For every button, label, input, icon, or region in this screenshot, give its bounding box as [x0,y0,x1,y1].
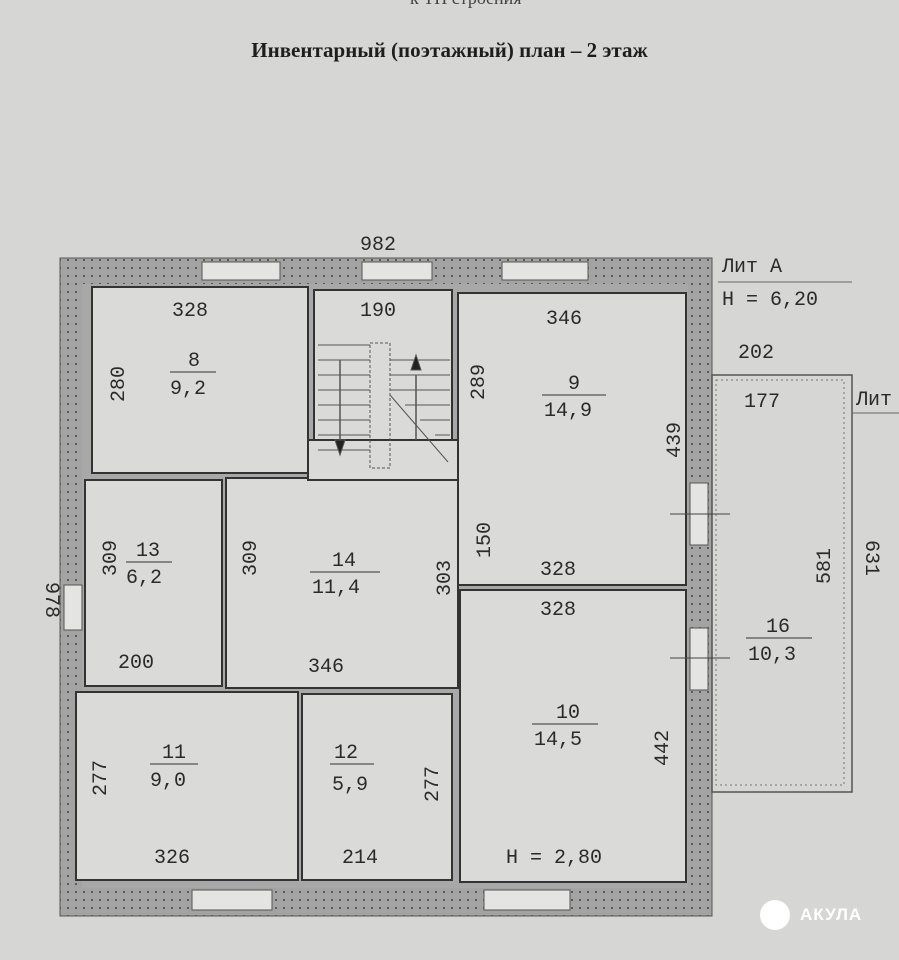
window [191,889,273,911]
lit-label: Лит А [721,256,782,279]
window [201,261,281,281]
room-14-area: 11,4 [312,577,360,600]
room-10-area: 14,5 [534,729,582,752]
watermark-brand: АКУЛА [800,905,863,924]
height-label: Н = 6,20 [722,289,818,312]
room-11-area: 9,0 [150,770,186,793]
room-9-width: 346 [546,308,582,331]
floor-height-label: Н = 2,80 [506,847,602,870]
balcony-inner [715,379,845,786]
room-8-width: 328 [172,300,208,323]
window [689,627,709,691]
room-11-number: 11 [162,742,186,765]
window [361,261,433,281]
room-16-length: 581 [814,548,837,584]
room-9-area: 14,9 [544,400,592,423]
balcony-outline [711,374,853,793]
room-11-length: 277 [90,760,113,796]
room-13 [84,479,223,687]
room-14-number: 14 [332,550,356,573]
room-10-width: 328 [540,599,576,622]
page-title: Инвентарный (поэтажный) план – 2 этаж [251,38,648,62]
room-8-number: 8 [188,350,200,373]
window [63,584,83,631]
room-12-area: 5,9 [332,774,368,797]
room-12-length: 277 [422,766,445,802]
room-13-number: 13 [136,540,160,563]
room-12-number: 12 [334,742,358,765]
balcony-width-outer: 202 [738,342,774,365]
room-8-length: 280 [108,366,131,402]
room-14-length-right: 303 [434,560,457,596]
room-16-number: 16 [766,616,790,639]
room-16-width: 177 [744,391,780,414]
room-12 [301,693,453,881]
room-11-width: 326 [154,847,190,870]
room-9 [457,292,687,586]
window [483,889,571,911]
room-9-number: 9 [568,373,580,396]
window [501,261,589,281]
room-10-number: 10 [556,702,580,725]
room-11 [75,691,299,881]
room-14 [225,477,459,689]
room-9-width-bottom: 328 [540,559,576,582]
top-caption: к ТП строения [410,0,522,9]
total-width: 982 [360,234,396,257]
stair-opening [307,439,459,481]
watermark-logo: АКУЛА [760,900,862,930]
staircase [318,342,450,469]
room-12-width: 214 [342,847,378,870]
room-8-area: 9,2 [170,378,206,401]
room-16-area: 10,3 [748,644,796,667]
balcony-length-outer: 631 [859,540,882,576]
windows [63,261,730,911]
room-14-length: 309 [240,540,263,576]
room-13-width: 200 [118,652,154,675]
shark-logo-icon [760,900,790,930]
balcony-lit-label: Лит [855,389,892,412]
stair-width: 190 [360,300,396,323]
room-10-length: 442 [652,730,675,766]
room-9-length-right: 439 [664,422,687,458]
room-13-length: 309 [100,540,123,576]
room-10 [459,589,687,883]
room-14-opening: 150 [474,522,497,558]
total-length: 978 [39,582,62,618]
room-14-width: 346 [308,656,344,679]
room-13-area: 6,2 [126,567,162,590]
room-9-length: 289 [468,364,491,400]
room-8 [91,286,309,474]
